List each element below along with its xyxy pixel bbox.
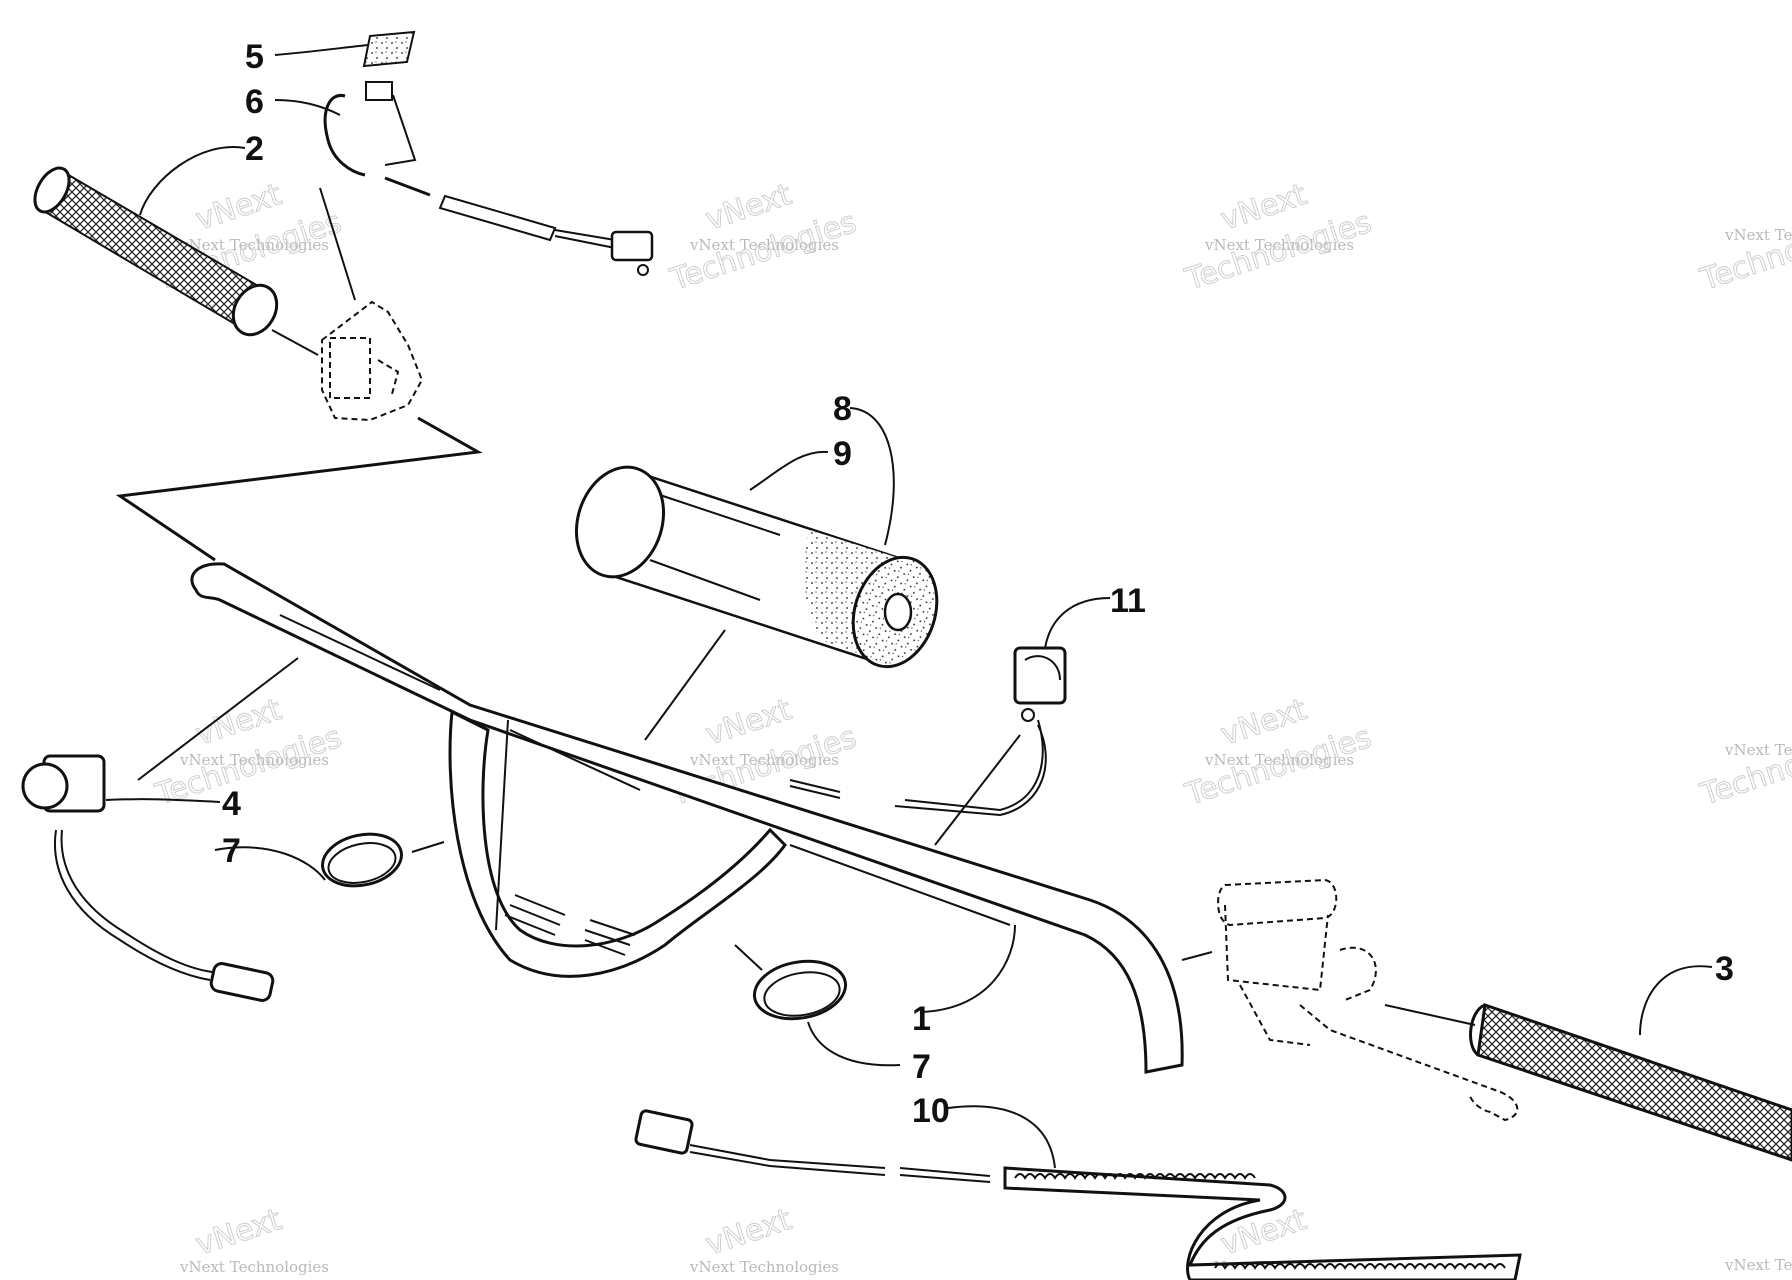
part-11-switch: [789, 646, 1067, 817]
svg-text:vNext: vNext: [702, 1202, 796, 1262]
svg-text:Technologies: Technologies: [1696, 205, 1792, 298]
watermark-3: vNext vNext Technologies Technologies: [1180, 177, 1376, 299]
part-2-left-grip: [33, 166, 319, 356]
svg-text:vNext: vNext: [192, 1202, 286, 1262]
part-3-right-grip: [1469, 1002, 1792, 1162]
callout-11: 11: [1110, 582, 1146, 620]
leader-line: [137, 657, 299, 781]
part-1-handlebar: [190, 562, 1184, 1074]
watermark-8: vNext Technologies Technologies: [1695, 719, 1792, 813]
svg-text:vNext Technologies: vNext Technologies: [1204, 236, 1354, 254]
watermark-2: vNext vNext Technologies Technologies: [665, 177, 861, 299]
part-5-pad: [362, 30, 416, 68]
svg-text:vNext Technologies: vNext Technologies: [689, 1258, 839, 1276]
callout-5: 5: [245, 38, 264, 76]
svg-text:vNext Technologies: vNext Technologies: [689, 751, 839, 769]
callouts: 5 6 2 8 9 11 4 7 1 7 10 3: [222, 38, 1734, 1130]
callout-10: 10: [912, 1092, 950, 1130]
part-8-9-pad: [574, 465, 939, 669]
part-10-heater: [634, 1109, 1522, 1280]
watermark-10: vNext vNext Technologies: [689, 1202, 839, 1276]
callout-9: 9: [833, 435, 852, 473]
watermark-7: vNext vNext Technologies Technologies: [1180, 692, 1376, 814]
part-4-switch: [21, 754, 275, 1002]
callout-8: 8: [833, 390, 852, 428]
leader-line: [934, 734, 1021, 846]
callout-1: 1: [912, 1000, 931, 1038]
callout-7-right: 7: [912, 1048, 931, 1086]
svg-text:vNext Technologies: vNext Technologies: [179, 751, 329, 769]
callout-7-left: 7: [222, 832, 241, 870]
watermark-5: vNext vNext Technologies Technologies: [150, 692, 346, 814]
watermark-9: vNext vNext Technologies: [179, 1202, 329, 1276]
callout-2: 2: [245, 130, 264, 168]
part-7-clamp-right: [734, 944, 848, 1021]
watermarks: vNext vNext Technologies Technologies vN…: [150, 177, 1792, 1276]
svg-text:vNext Technologies: vNext Technologies: [689, 236, 839, 254]
callout-leaders: [105, 44, 1713, 1169]
watermark-4: vNext Technologies Technologies: [1695, 204, 1792, 298]
callout-4: 4: [222, 785, 241, 823]
svg-text:vNext Technologies: vNext Technologies: [1724, 1256, 1792, 1274]
svg-text:vNext Technologies: vNext Technologies: [1204, 751, 1354, 769]
svg-text:vNext Technologies: vNext Technologies: [179, 1258, 329, 1276]
svg-text:vNext Technologies: vNext Technologies: [179, 236, 329, 254]
part-7-clamp-left: [321, 832, 445, 888]
left-switch-housing: [115, 187, 483, 562]
leader-line: [644, 629, 726, 741]
callout-6: 6: [245, 83, 264, 121]
svg-text:vNext Technologies: vNext Technologies: [1724, 741, 1792, 759]
watermark-12: vNext Technologies: [1724, 1256, 1792, 1274]
part-6-harness: [323, 81, 654, 276]
svg-text:vNext Technologies: vNext Technologies: [1724, 226, 1792, 244]
svg-text:Technologies: Technologies: [1696, 720, 1792, 813]
brake-master-cylinder: [1181, 878, 1519, 1122]
callout-3: 3: [1715, 950, 1734, 988]
